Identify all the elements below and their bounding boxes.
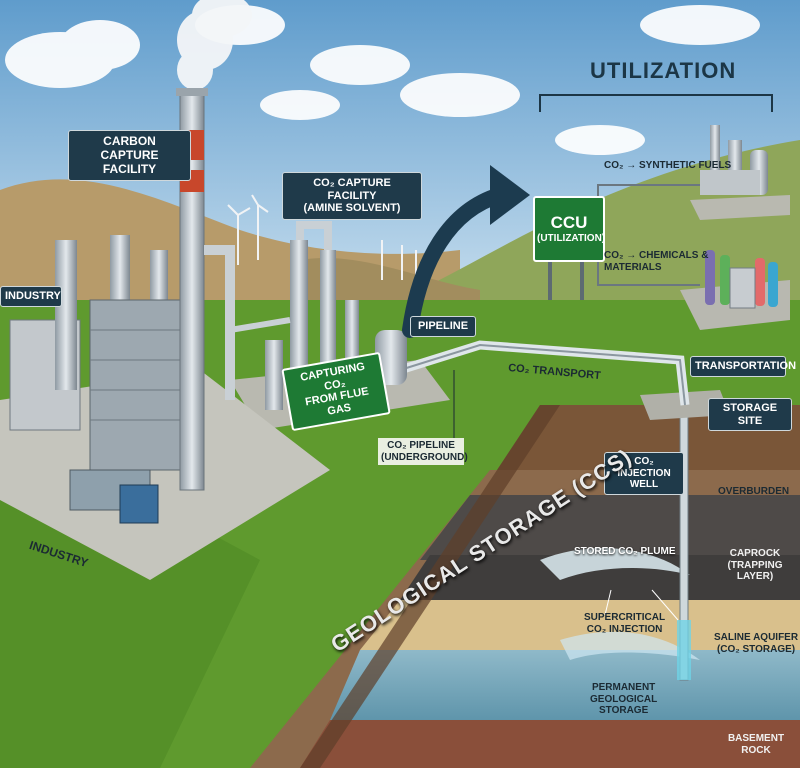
storage-site-text: STORAGE SITE (722, 402, 778, 427)
injection-well-label: CO₂ INJECTION WELL (604, 452, 684, 495)
ccu-sign: CCU (UTILIZATION) (533, 196, 605, 262)
caprock-line1: CAPROCK (729, 548, 781, 559)
transportation-label: TRANSPORTATION (690, 356, 796, 377)
saline-line1: SALINE AQUIFER (714, 632, 799, 643)
pipeline-label: PIPELINE (410, 316, 476, 337)
industry-top-label: INDUSTRY (0, 286, 62, 307)
flow-arrow (402, 187, 508, 338)
synthetic-fuels-text: CO₂ → SYNTHETIC FUELS (604, 160, 732, 171)
overburden-label: OVERBURDEN (718, 486, 789, 498)
transportation-text: TRANSPORTATION (695, 360, 797, 372)
caprock-label: CAPROCK (TRAPPING LAYER) (710, 548, 800, 583)
co2-capture-facility-line1: CO₂ CAPTURE FACILITY (313, 177, 391, 202)
chemicals-materials-label: CO₂ → CHEMICALS & MATERIALS (604, 250, 708, 273)
permanent-line2: GEOLOGICAL (590, 693, 658, 705)
co2-pipeline-line2: (UNDERGROUND) (381, 451, 468, 463)
utilization-bracket (539, 94, 773, 112)
stored-plume-text: STORED CO₂ PLUME (574, 546, 676, 557)
co2-capture-facility-line2: (AMINE SOLVENT) (303, 202, 401, 215)
caprock-line2: (TRAPPING LAYER) (727, 559, 783, 583)
chemicals-line1: CO₂ → CHEMICALS & (604, 250, 709, 261)
wind-turbines (227, 194, 417, 282)
permanent-line3: STORAGE (598, 705, 649, 716)
utilization-title: UTILIZATION (590, 58, 735, 83)
permanent-line1: PERMANENT (591, 682, 656, 693)
basement-rock-label: BASEMENT ROCK (712, 733, 800, 756)
injection-well-line1: CO₂ (634, 456, 654, 467)
saline-line2: (CO₂ STORAGE) (716, 643, 796, 655)
supercritical-label: SUPERCRITICAL CO₂ INJECTION (584, 612, 665, 635)
co2-plume (540, 548, 690, 580)
geological-cross-section (250, 405, 800, 768)
co2-pipeline-line1: CO₂ PIPELINE (387, 440, 455, 451)
permanent-storage-label: PERMANENT GEOLOGICAL STORAGE (590, 682, 657, 717)
injection-well-line2: INJECTION WELL (617, 467, 671, 491)
utilization-title-text: UTILIZATION (590, 58, 737, 83)
supercritical-line2: CO₂ INJECTION (586, 623, 663, 635)
steam-plume (177, 0, 252, 90)
co2-pipeline-underground-label: CO₂ PIPELINE (UNDERGROUND) (378, 438, 468, 465)
carbon-capture-facility-text: CARBON CAPTURE FACILITY (100, 134, 159, 176)
refinery (690, 125, 790, 220)
overburden-text: OVERBURDEN (718, 486, 790, 497)
industry-plant (9, 88, 235, 524)
basement-rock-text: BASEMENT ROCK (727, 733, 785, 756)
storage-site-label: STORAGE SITE (708, 398, 792, 432)
saline-aquifer-label: SALINE AQUIFER (CO₂ STORAGE) (714, 632, 798, 655)
pipeline-text: PIPELINE (417, 320, 469, 332)
supercritical-line1: SUPERCRITICAL (584, 612, 666, 623)
carbon-capture-facility-label: CARBON CAPTURE FACILITY (68, 130, 191, 182)
stored-plume-label: STORED CO₂ PLUME (574, 546, 676, 558)
co2-capture-facility-label: CO₂ CAPTURE FACILITY (AMINE SOLVENT) (282, 172, 422, 220)
ccu-line2: (UTILIZATION) (537, 233, 606, 245)
industry-top-text: INDUSTRY (5, 290, 61, 302)
chemicals-line2: MATERIALS (604, 261, 662, 273)
synthetic-fuels-label: CO₂ → SYNTHETIC FUELS (604, 160, 731, 172)
ccu-line1: CCU (550, 213, 588, 233)
chemical-plant (705, 250, 778, 309)
